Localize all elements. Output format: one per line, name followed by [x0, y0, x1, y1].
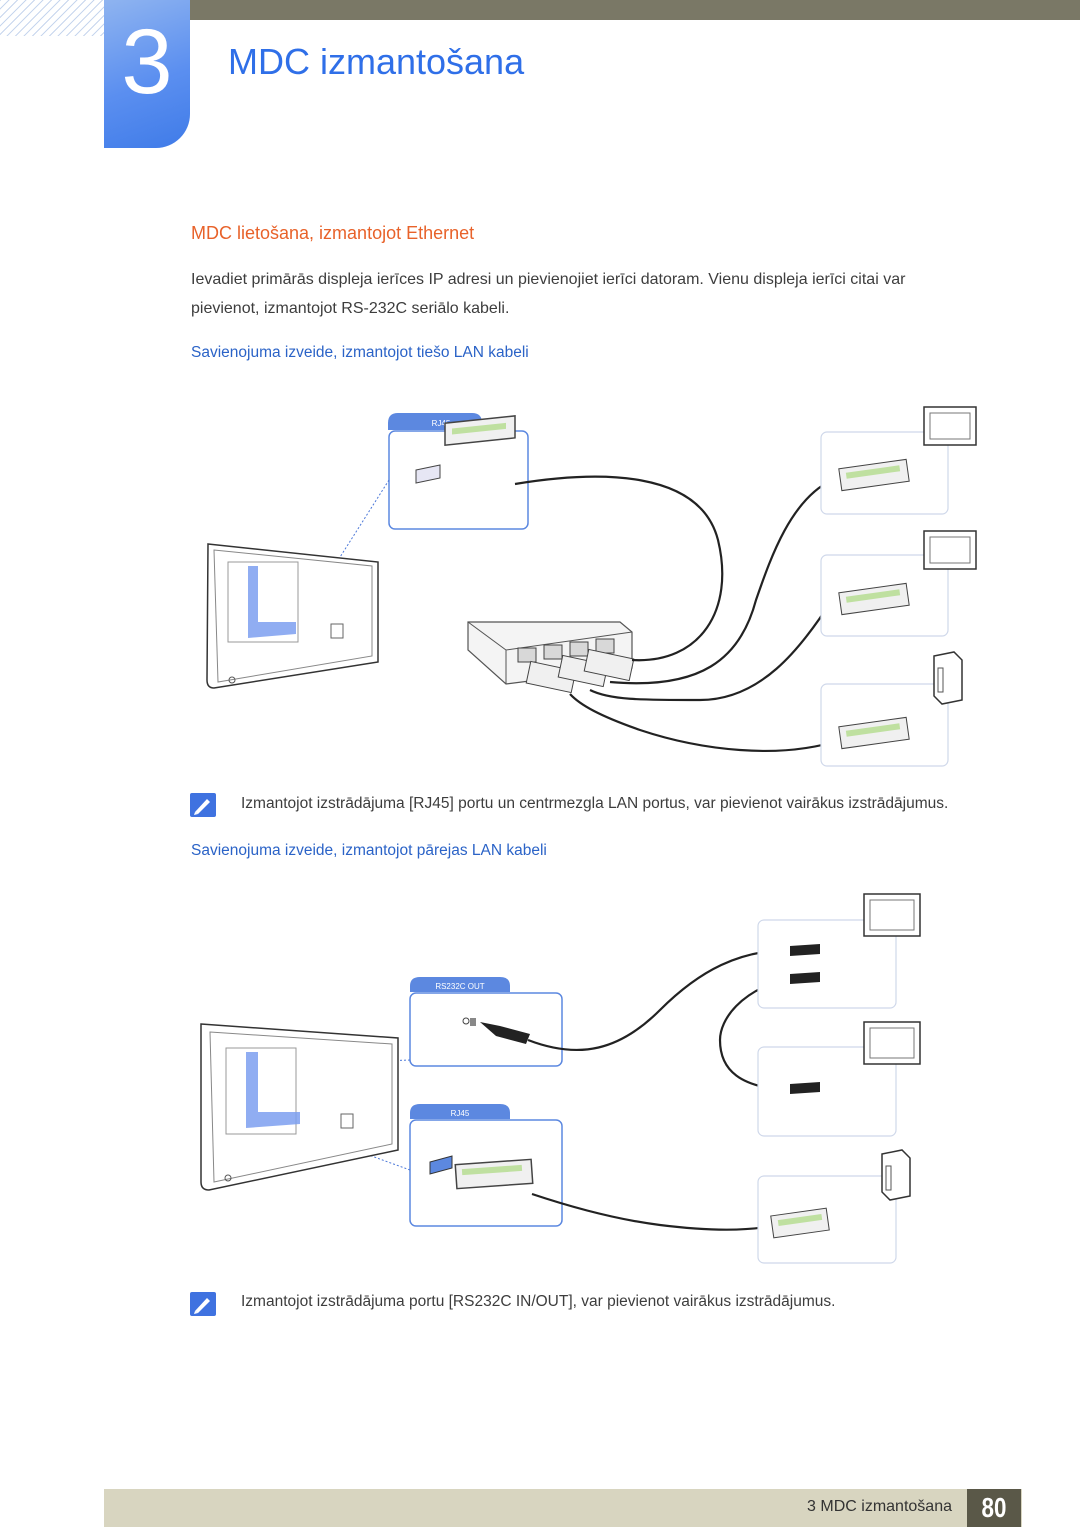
connected-pc-2 [757, 1149, 911, 1264]
rs232c-out-label: RS232C OUT [435, 982, 484, 991]
header-bar [190, 0, 1080, 20]
intro-line-1: Ievadiet primārās displeja ierīces IP ad… [191, 271, 906, 288]
intro-paragraph: Ievadiet primārās displeja ierīces IP ad… [191, 265, 991, 323]
section-title: MDC lietošana, izmantojot Ethernet [191, 223, 475, 243]
page-number: 80 [981, 1492, 1007, 1523]
display-back-panel [206, 543, 379, 689]
display-back-panel-2 [200, 1023, 399, 1191]
chapter-number-box [104, 0, 190, 148]
chapter-title: MDC izmantošana [228, 41, 525, 82]
rs232c-out-callout: RS232C OUT [409, 977, 563, 1067]
intro-line-2: pievienot, izmantojot RS-232C seriālo ka… [191, 300, 510, 317]
chapter-number: 3 [121, 11, 173, 113]
rj45-callout: RJ45 [388, 413, 529, 530]
page-number-box [967, 1489, 1021, 1527]
rj45-label-2: RJ45 [451, 1109, 470, 1118]
note-1-text: Izmantojot izstrādājuma [RJ45] portu un … [241, 795, 949, 812]
rj45-label: RJ45 [432, 419, 451, 428]
lan-hub [467, 621, 635, 694]
header-stripes [0, 0, 104, 36]
connected-pc [820, 651, 963, 767]
note-icon-2 [190, 1292, 216, 1316]
note-2-text: Izmantojot izstrādājuma portu [RS232C IN… [241, 1293, 836, 1310]
note-icon [190, 793, 216, 817]
connected-display-4 [757, 1021, 921, 1137]
connected-display-1 [820, 406, 977, 515]
footer-band [104, 1489, 1022, 1527]
subsection-1-heading: Savienojuma izveide, izmantojot tiešo LA… [191, 344, 529, 361]
subsection-2-heading: Savienojuma izveide, izmantojot pārejas … [191, 842, 547, 859]
stereo-jack-icon [462, 1017, 530, 1044]
connected-display-3 [757, 893, 921, 1009]
connected-display-2 [820, 530, 977, 637]
footer-chapter-label: 3 MDC izmantošana [807, 1498, 952, 1515]
rj45-plug-icon [415, 415, 516, 484]
rj45-callout-2: RJ45 [409, 1104, 563, 1227]
